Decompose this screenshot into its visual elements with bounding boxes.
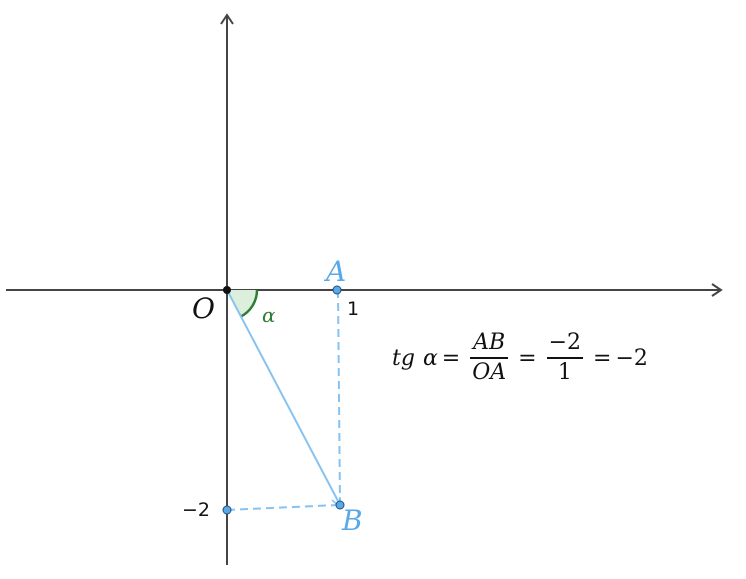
fraction-minus2-over-1: −2 1 (546, 330, 584, 385)
point-A (332, 285, 342, 295)
formula-equals-1: = (441, 345, 461, 371)
label-B: B (341, 504, 363, 537)
fraction-2-numerator: −2 (548, 330, 582, 356)
point-O (223, 286, 231, 294)
formula-result: −2 (615, 345, 648, 371)
y-axis-arrowhead (220, 13, 234, 25)
angle-alpha-sector (227, 290, 257, 317)
label-alpha: α (262, 303, 276, 327)
formula-equals-3: = (593, 345, 612, 371)
label-A: A (323, 255, 346, 288)
label-O: O (192, 292, 215, 325)
fraction-2-denominator: 1 (557, 359, 572, 385)
segment-AB-dashed (337, 289, 341, 505)
formula-alpha: α (422, 345, 438, 371)
tangent-formula: tg α = AB OA = −2 1 = −2 (392, 328, 648, 388)
point-minus-two-on-y (222, 505, 232, 515)
vector-OB (226, 289, 339, 502)
fraction-1-denominator: OA (472, 359, 507, 385)
formula-tg: tg (392, 345, 415, 371)
fraction-1-numerator: AB (473, 330, 506, 356)
tick-label-y-minus-2: −2 (182, 499, 210, 521)
angle-alpha-arc (239, 289, 259, 318)
segment-B-to-y-axis-dashed (226, 504, 339, 511)
tick-label-x-1: 1 (347, 298, 359, 320)
x-axis-arrowhead (711, 283, 723, 297)
formula-equals-2: = (518, 345, 537, 371)
point-B (335, 500, 345, 510)
fraction-AB-over-OA: AB OA (470, 330, 509, 385)
fraction-2-bar (546, 357, 584, 359)
fraction-1-bar (470, 357, 509, 359)
